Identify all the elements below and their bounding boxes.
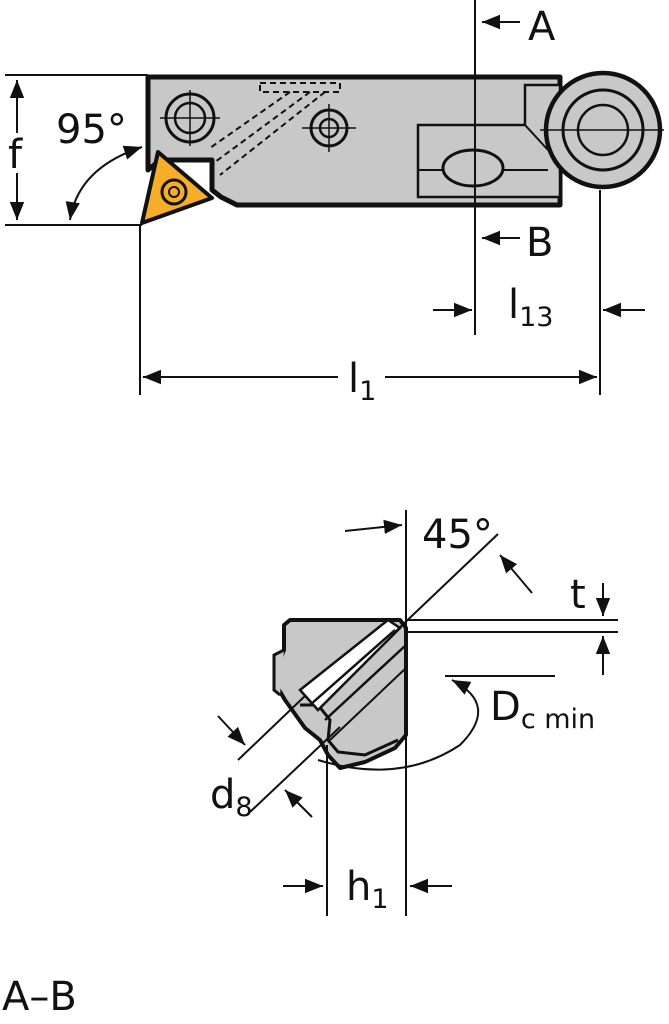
dim-t-label: t	[570, 572, 586, 618]
clamp-screw-1	[160, 90, 220, 146]
dim-dc-label: Dc min	[490, 684, 595, 735]
section-a-label: A	[528, 4, 556, 50]
clamp-screw-2	[302, 104, 356, 152]
dim-h1-label: h1	[346, 864, 389, 915]
dim-l13-label: l13	[508, 282, 553, 333]
cutting-insert	[140, 150, 214, 225]
top-view: f 95° A B l13 l1	[5, 0, 664, 407]
section-caption: A–B	[2, 974, 77, 1020]
dim-f-label: f	[8, 132, 23, 178]
section-view: 45° t Dc min d8 h1	[210, 510, 618, 916]
dim-l1-label: l1	[348, 356, 376, 407]
coolant-port-oval	[441, 148, 505, 188]
angle-95-arc	[65, 145, 143, 221]
round-shank-end	[540, 70, 664, 190]
section-b-label: B	[526, 220, 553, 266]
angle-95-label: 95°	[56, 107, 127, 153]
dim-d8-label: d8	[210, 772, 253, 823]
section-angle-label: 45°	[422, 512, 493, 558]
